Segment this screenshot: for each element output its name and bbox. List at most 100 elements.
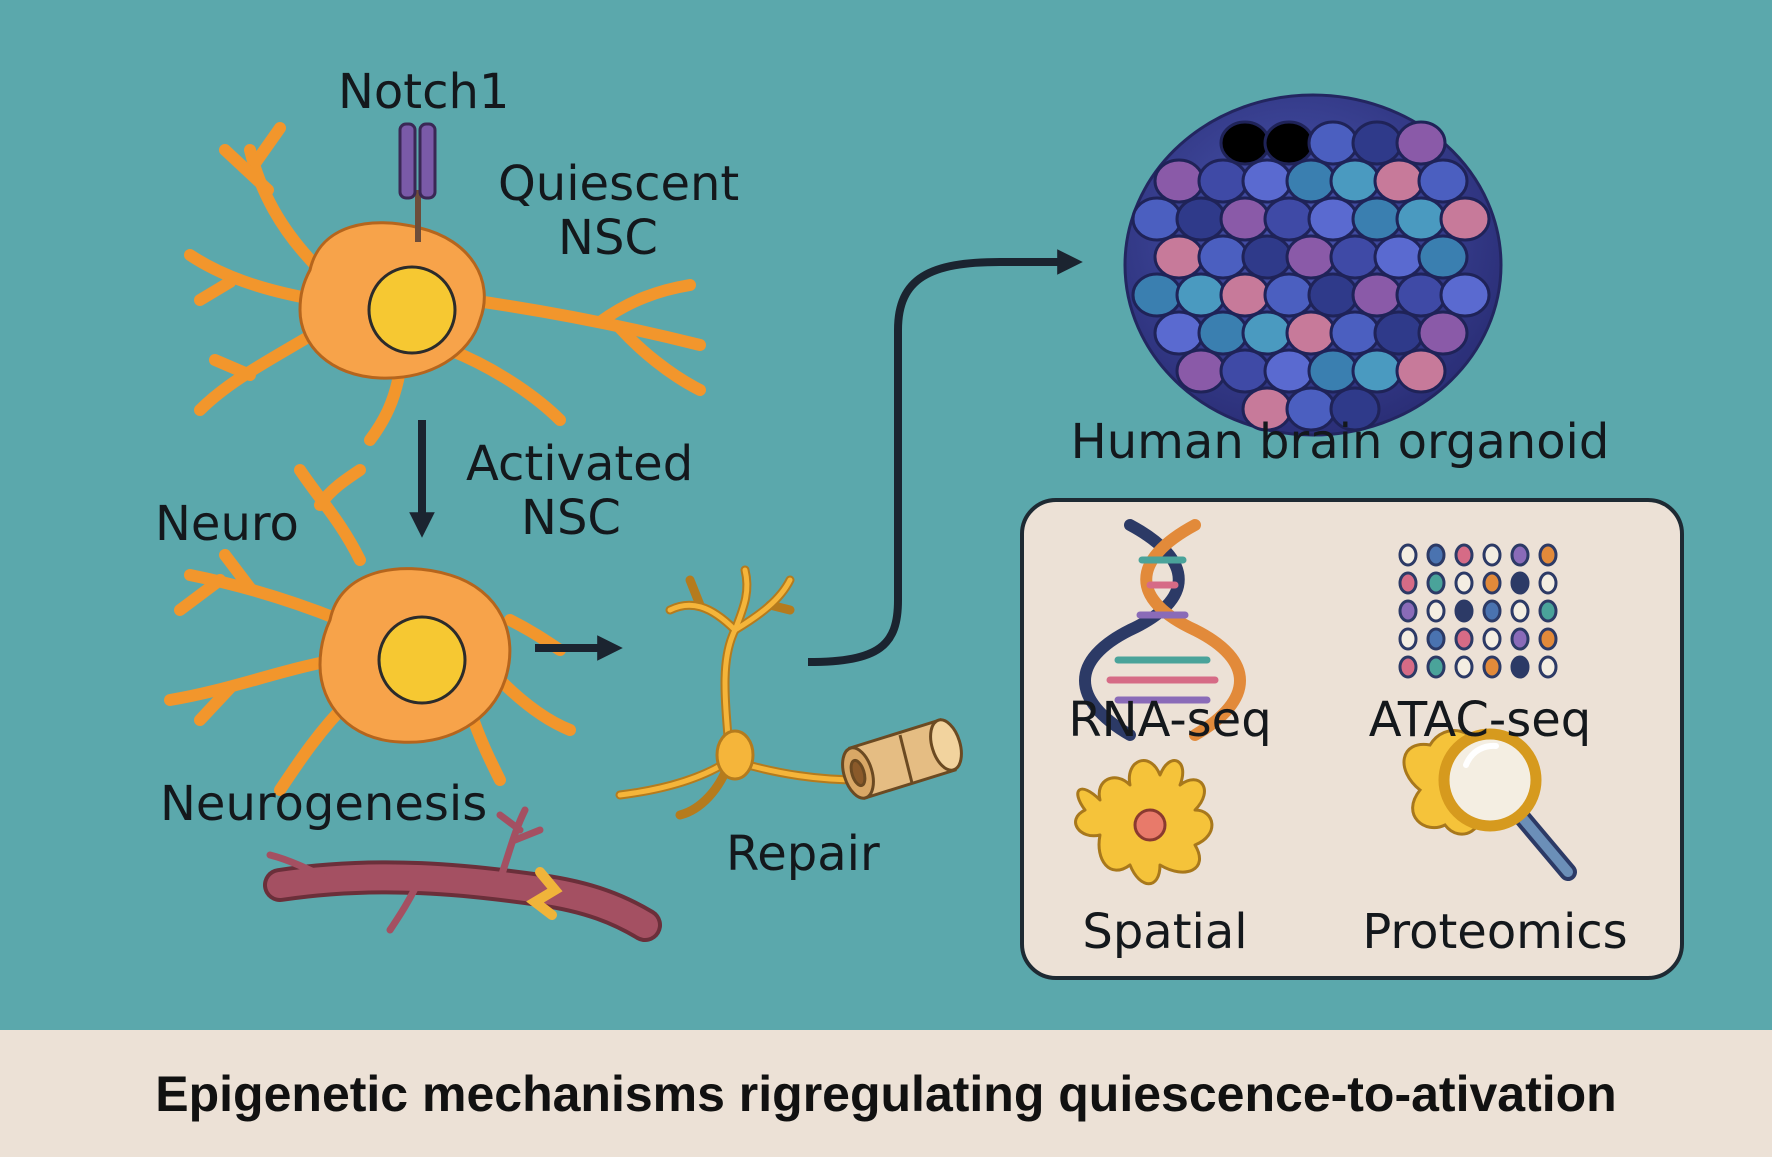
atac-dot [1482,543,1502,567]
neuro-label: Neuro [155,496,299,552]
brain-organoid [1123,93,1503,437]
quiescent-label-line1: Quiescent [498,156,740,212]
organoid-cell [1131,196,1183,242]
organoid-cell [1241,158,1293,204]
atac-seq-label: ATAC-seq [1368,692,1592,748]
atac-dot [1538,543,1558,567]
atac-dot [1510,599,1530,623]
organoid-cell [1153,158,1205,204]
organoid-cell [1395,120,1447,166]
quiescent-label-line2: NSC [558,209,658,266]
organoid-cell [1219,120,1271,166]
atac-dot [1426,655,1446,679]
repair-neuron [615,565,865,820]
organoid-cell [1197,158,1249,204]
atac-grid-icon [1398,543,1558,679]
organoid-cell [1285,158,1337,204]
organoid-cell [1197,234,1249,280]
atac-dot [1454,627,1474,651]
atac-dot [1454,599,1474,623]
atac-dot [1398,599,1418,623]
organoid-cell [1307,272,1359,318]
organoid-cell [1219,196,1271,242]
atac-dot [1398,571,1418,595]
organoid-cell [1153,234,1205,280]
organoid-cell [1417,310,1469,356]
footer-title: Epigenetic mechanisms rigregulating quie… [155,1065,1617,1122]
organoid-cell [1263,196,1315,242]
organoid-cell [1329,158,1381,204]
atac-dot [1426,543,1446,567]
organoid-cell [1439,196,1491,242]
diagram-art [164,93,1684,980]
atac-dot [1454,543,1474,567]
organoid-cell [1417,234,1469,280]
activated-nsc-cell [164,464,576,796]
activated-label-line1: Activated [466,436,694,492]
organoid-cell [1351,348,1403,394]
repair-label: Repair [726,826,880,882]
organoid-cell [1241,234,1293,280]
organoid-cell [1219,272,1271,318]
quiescent-nsc-cell [184,122,706,446]
rna-seq-label: RNA-seq [1068,692,1272,748]
atac-dot [1426,627,1446,651]
organoid-cell [1219,348,1271,394]
atac-dot [1426,571,1446,595]
atac-dot [1482,599,1502,623]
atac-dot [1482,571,1502,595]
organoid-cell [1373,234,1425,280]
organoid-cell [1417,158,1469,204]
neurogenesis-label: Neurogenesis [160,776,488,832]
organoid-cell [1307,120,1359,166]
atac-dot [1482,627,1502,651]
quiescent-nsc-label: Quiescent NSC [498,156,740,266]
damaged-axon [263,806,662,942]
spatial-label: Spatial [1082,904,1248,960]
spatial-cell-icon [1074,759,1214,886]
dna-helix-icon [1079,519,1246,741]
organoid-label: Human brain organoid [1070,414,1610,470]
atac-dot [1454,571,1474,595]
organoid-cell [1395,196,1447,242]
atac-dot [1538,655,1558,679]
organoid-cell [1175,272,1227,318]
atac-dot [1538,627,1558,651]
organoid-cell [1131,272,1183,318]
organoid-cell [1329,386,1381,432]
organoid-cell [1351,196,1403,242]
atac-dot [1454,655,1474,679]
magnifier-icon [1402,728,1577,881]
organoid-cell [1373,158,1425,204]
organoid-cell [1285,310,1337,356]
organoid-cell [1197,310,1249,356]
notch1-receptor [398,122,437,242]
organoid-cell [1351,120,1403,166]
organoid-cell [1395,272,1447,318]
atac-dot [1510,655,1530,679]
organoid-cell [1351,272,1403,318]
organoid-cell [1439,272,1491,318]
atac-dot [1398,655,1418,679]
organoid-cell [1263,272,1315,318]
organoid-cell [1307,196,1359,242]
atac-dot [1510,543,1530,567]
organoid-arrow [807,249,1083,666]
organoid-cell [1263,348,1315,394]
organoid-cell [1373,310,1425,356]
atac-dot [1398,627,1418,651]
organoid-cell [1263,120,1315,166]
organoid-cell [1329,310,1381,356]
organoid-cell [1241,310,1293,356]
activated-nsc-label: Activated NSC [466,436,694,546]
organoid-cell [1395,348,1447,394]
atac-dot [1426,599,1446,623]
organoid-cell [1153,310,1205,356]
atac-dot [1510,627,1530,651]
organoid-cell [1175,196,1227,242]
organoid-cell [1175,348,1227,394]
atac-dot [1398,543,1418,567]
atac-dot [1538,571,1558,595]
repair-graft [841,718,963,800]
